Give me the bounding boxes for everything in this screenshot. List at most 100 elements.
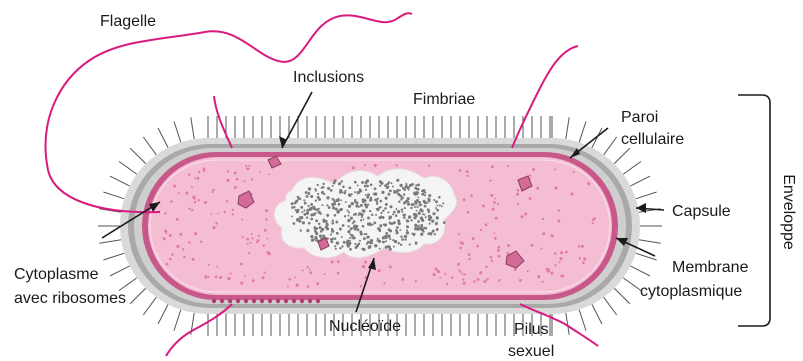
dna-dot — [342, 186, 345, 189]
pilus-bead — [284, 299, 288, 303]
ribosome — [287, 285, 289, 287]
ribosome — [485, 223, 488, 226]
dna-dot — [430, 232, 432, 234]
ribosome — [558, 209, 560, 211]
dna-dot — [363, 248, 366, 251]
dna-dot — [379, 206, 381, 208]
dna-dot — [335, 208, 338, 211]
dna-dot — [405, 183, 407, 185]
dna-dot — [362, 200, 365, 203]
dna-dot — [353, 213, 355, 215]
dna-dot — [354, 191, 356, 193]
dna-dot — [341, 191, 343, 193]
dna-dot — [350, 227, 353, 230]
ribosome — [529, 197, 532, 200]
fimbria — [579, 121, 586, 142]
ribosome — [462, 242, 465, 245]
dna-dot — [415, 242, 417, 244]
dna-dot — [421, 193, 424, 196]
dna-dot — [330, 189, 333, 192]
ribosome — [374, 164, 377, 167]
dna-dot — [395, 214, 398, 217]
dna-dot — [388, 234, 391, 237]
ribosome — [331, 260, 334, 263]
fimbria — [579, 310, 586, 331]
dna-dot — [369, 199, 372, 202]
ribosome — [243, 180, 245, 182]
fimbria — [636, 253, 657, 260]
dna-dot — [400, 244, 402, 246]
ribosome — [490, 194, 493, 197]
fimbria — [130, 288, 146, 304]
dna-dot — [434, 233, 436, 235]
dna-dot — [377, 238, 379, 240]
dna-dot — [326, 223, 328, 225]
dna-dot — [348, 211, 350, 213]
dna-dot — [349, 233, 351, 235]
dna-dot — [343, 241, 346, 244]
ribosome — [498, 246, 501, 249]
dna-dot — [424, 202, 426, 204]
dna-dot — [346, 241, 349, 244]
dna-dot — [428, 194, 431, 197]
fimbria — [110, 266, 130, 276]
ribosome — [240, 282, 243, 285]
ribosome — [232, 213, 234, 215]
dna-dot — [336, 241, 339, 244]
dna-dot — [376, 203, 378, 205]
dna-dot — [436, 216, 439, 219]
dna-dot — [379, 224, 382, 227]
dna-dot — [304, 202, 307, 205]
ribosome — [498, 279, 500, 281]
label-cytoplasme-line2: avec ribosomes — [14, 290, 126, 307]
ribosome — [212, 189, 214, 191]
ribosome — [247, 243, 249, 245]
ribosome — [536, 187, 539, 190]
label-capsule: Capsule — [672, 203, 731, 220]
dna-dot — [404, 201, 406, 203]
ribosome — [226, 179, 229, 182]
dna-dot — [308, 222, 311, 225]
ribosome — [466, 170, 469, 173]
dna-dot — [389, 222, 392, 225]
dna-dot — [291, 216, 293, 218]
dna-dot — [369, 245, 372, 248]
dna-dot — [379, 200, 382, 203]
dna-dot — [389, 217, 392, 220]
dna-dot — [404, 235, 407, 238]
dna-dot — [351, 202, 354, 205]
pilus-bead — [228, 299, 232, 303]
dna-dot — [385, 203, 387, 205]
dna-dot — [355, 201, 358, 204]
dna-dot — [364, 185, 367, 188]
dna-dot — [398, 242, 400, 244]
label-membrane-line1: Membrane — [672, 259, 749, 276]
ribosome — [251, 178, 253, 180]
fimbria — [119, 161, 137, 174]
ribosome — [542, 218, 544, 220]
dna-dot — [357, 184, 359, 186]
ribosome — [295, 277, 297, 279]
dna-dot — [424, 205, 427, 208]
dna-dot — [436, 209, 439, 212]
dna-dot — [353, 224, 356, 227]
ribosome — [211, 213, 213, 215]
dna-dot — [398, 200, 400, 202]
ribosome — [489, 179, 491, 181]
ribosome — [402, 277, 404, 279]
dna-dot — [401, 196, 404, 199]
ribosome — [446, 283, 448, 285]
dna-dot — [315, 208, 318, 211]
dna-dot — [363, 219, 365, 221]
dna-dot — [314, 188, 316, 190]
dna-dot — [415, 191, 417, 193]
dna-dot — [379, 185, 381, 187]
dna-dot — [417, 220, 420, 223]
ribosome — [191, 186, 193, 188]
dna-dot — [303, 213, 306, 216]
fimbria — [592, 128, 602, 148]
dna-dot — [330, 234, 332, 236]
dna-dot — [314, 212, 316, 214]
ribosome — [259, 171, 261, 173]
ribosome — [198, 199, 200, 201]
